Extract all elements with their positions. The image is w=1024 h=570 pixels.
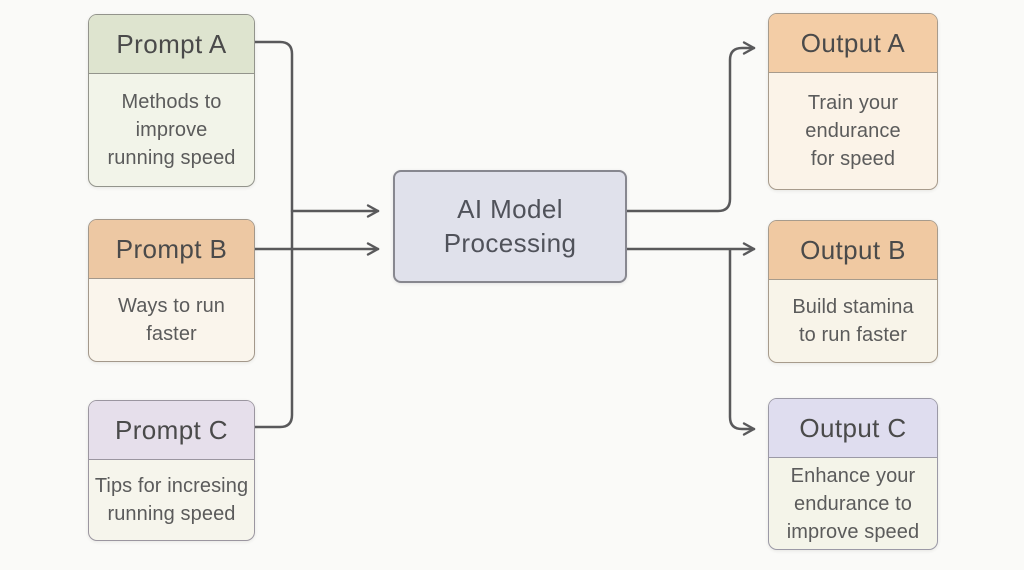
prompt-a-box: Prompt A Methods to improve running spee… xyxy=(88,14,255,187)
output-b-body: Build stamina to run faster xyxy=(792,296,914,346)
ai-model-processing-box: AI Model Processing xyxy=(393,170,627,283)
output-b-box: Output B Build stamina to run faster xyxy=(768,220,938,363)
prompt-b-header: Prompt B xyxy=(89,220,254,279)
output-a-box: Output A Train your endurance for speed xyxy=(768,13,938,190)
prompt-b-box: Prompt B Ways to run faster xyxy=(88,219,255,362)
output-c-title: Output C xyxy=(799,412,907,443)
prompt-b-title: Prompt B xyxy=(115,233,228,264)
prompt-c-box: Prompt C Tips for incresing running spee… xyxy=(88,400,255,541)
spine-prompt-a-prompt-c xyxy=(253,40,294,429)
output-b-header: Output B xyxy=(769,221,937,280)
output-a-title: Output A xyxy=(800,27,906,58)
prompt-b-body: Ways to run faster xyxy=(117,295,226,345)
output-b-title: Output B xyxy=(800,234,906,265)
output-c-body: Enhance your endurance to improve speed xyxy=(786,464,920,543)
prompt-a-header: Prompt A xyxy=(89,15,254,74)
prompt-c-title: Prompt C xyxy=(114,414,228,445)
output-c-header: Output C xyxy=(769,399,937,458)
prompt-c-body: Tips for incresing running speed xyxy=(94,475,249,525)
connector-center-to-output-a xyxy=(625,41,756,213)
output-a-body: Train your endurance for speed xyxy=(805,92,901,170)
connector-center-to-output-c xyxy=(728,248,756,436)
ai-model-processing-title: AI Model Processing xyxy=(443,193,577,258)
prompt-a-title: Prompt A xyxy=(116,28,227,59)
prompt-a-body: Methods to improve running speed xyxy=(107,91,236,169)
output-a-header: Output A xyxy=(769,14,937,73)
prompt-c-header: Prompt C xyxy=(89,401,254,460)
output-c-box: Output C Enhance your endurance to impro… xyxy=(768,398,938,550)
